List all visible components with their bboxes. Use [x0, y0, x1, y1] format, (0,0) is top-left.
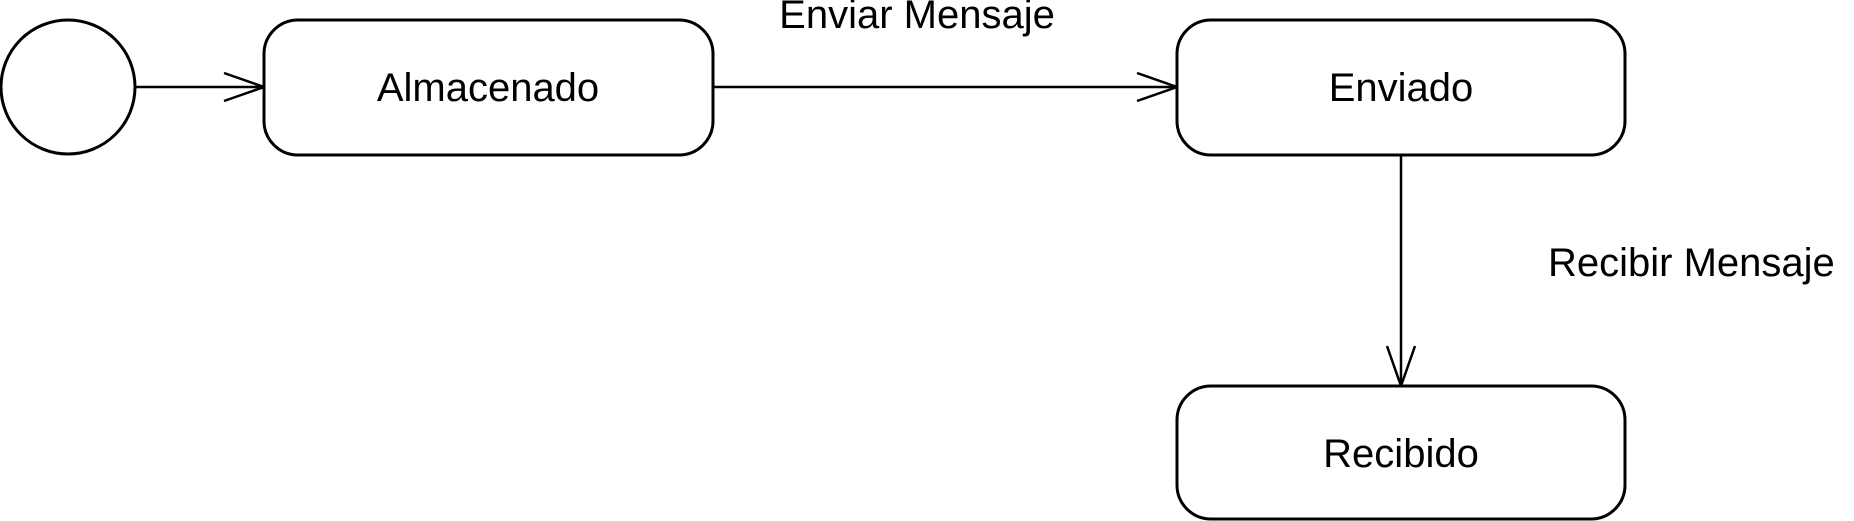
transition-enviado-to-recibido: Recibir Mensaje — [1385, 155, 1835, 390]
state-label: Recibido — [1323, 432, 1479, 476]
transition-label: Recibir Mensaje — [1548, 241, 1835, 285]
state-label: Enviado — [1329, 66, 1474, 110]
transition-initial-to-almacenado — [135, 71, 268, 103]
state-enviado: Enviado — [1175, 18, 1627, 157]
initial-node — [0, 18, 137, 156]
state-recibido: Recibido — [1175, 384, 1627, 521]
state-almacenado: Almacenado — [262, 18, 715, 157]
state-box — [1175, 384, 1627, 521]
transition-almacenado-to-enviado: Enviar Mensaje — [713, 0, 1181, 103]
state-label: Almacenado — [377, 66, 599, 110]
transition-label: Enviar Mensaje — [779, 0, 1055, 37]
